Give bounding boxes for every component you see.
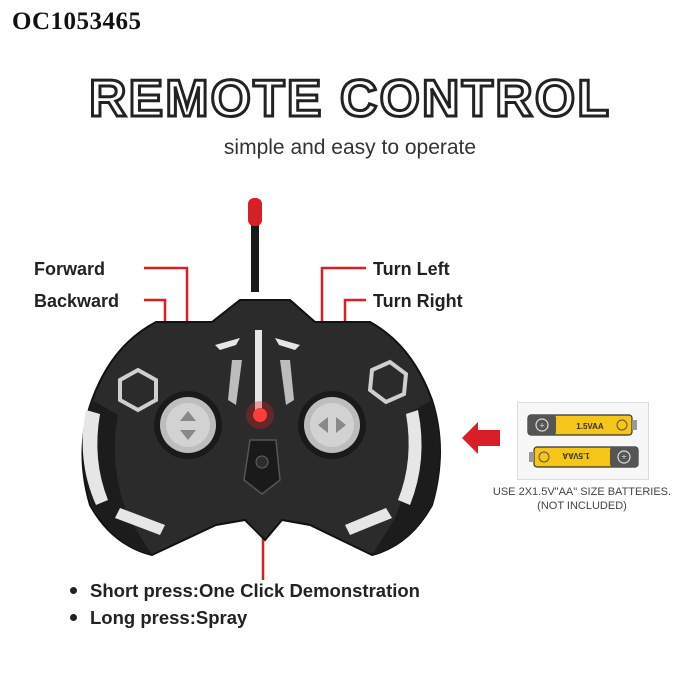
svg-text:+: + <box>539 421 544 431</box>
battery-note: USE 2X1.5V"AA" SIZE BATTERIES. (NOT INCL… <box>462 485 700 513</box>
battery-illustration: + 1.5VAA + 1.5VAA <box>517 402 649 480</box>
page-title-text: REMOTE CONTROL <box>89 70 611 128</box>
list-item: Long press:Spray <box>70 607 420 634</box>
right-joystick <box>298 391 366 459</box>
label-forward: Forward <box>34 259 106 279</box>
battery-arrow-icon <box>462 422 500 454</box>
page-title: REMOTE CONTROL <box>88 69 611 130</box>
battery-bottom: + 1.5VAA <box>529 446 639 468</box>
product-code: OC1053465 <box>12 8 142 35</box>
status-led <box>246 401 274 429</box>
label-turn-right: Turn Right <box>373 291 463 311</box>
battery-note-line2: (NOT INCLUDED) <box>537 500 627 512</box>
list-item: Short press:One Click Demonstration <box>70 580 420 607</box>
remote-body <box>81 299 441 557</box>
instruction-long-press: Long press:Spray <box>90 607 248 628</box>
demo-button <box>243 439 281 495</box>
left-joystick <box>154 391 222 459</box>
instruction-short-press: Short press:One Click Demonstration <box>90 580 420 601</box>
svg-text:+: + <box>621 452 626 462</box>
bullet-icon <box>70 613 77 621</box>
label-backward: Backward <box>34 291 120 311</box>
battery-top: + 1.5VAA <box>527 414 637 436</box>
page-subtitle: simple and easy to operate <box>223 136 477 159</box>
battery-note-line1: USE 2X1.5V"AA" SIZE BATTERIES. <box>492 486 672 498</box>
bullet-icon <box>70 586 77 594</box>
battery-bottom-label: 1.5VAA <box>562 451 590 460</box>
instruction-list: Short press:One Click Demonstration Long… <box>70 580 420 634</box>
antenna <box>248 198 262 292</box>
battery-top-label: 1.5VAA <box>576 422 604 431</box>
label-turn-left: Turn Left <box>373 259 450 279</box>
